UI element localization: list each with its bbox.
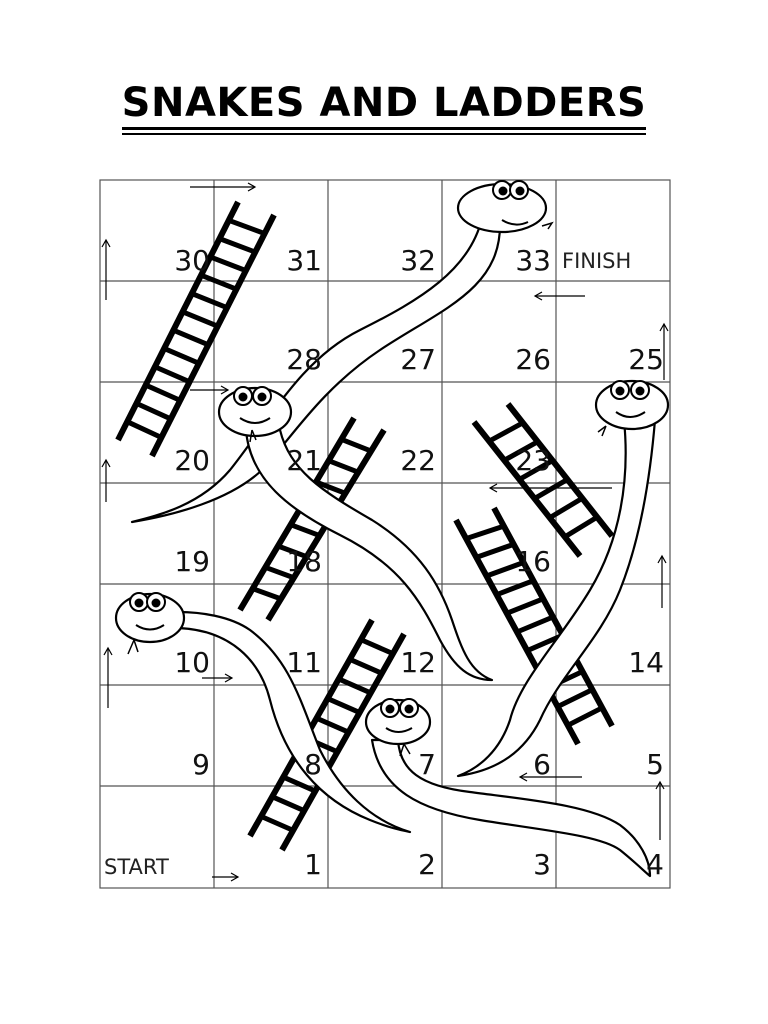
ladder-rung (475, 541, 515, 560)
arrow-right-icon (190, 385, 230, 395)
cell-1: 1 (304, 848, 322, 881)
arrow-left-icon (533, 291, 585, 301)
cell-11: 11 (286, 646, 322, 679)
arrow-right-icon (190, 182, 257, 192)
cell-14: 14 (628, 646, 664, 679)
ladder-rung (126, 419, 163, 440)
snake-head-33 (130, 180, 554, 524)
start-label: START (104, 855, 169, 879)
cell-27: 27 (400, 343, 436, 376)
arrow-up-icon (655, 780, 665, 840)
cell-12: 12 (400, 646, 436, 679)
cell-18: 18 (286, 545, 322, 578)
cell-7: 7 (418, 748, 436, 781)
arrow-up-icon (101, 458, 111, 502)
ladder-rung (337, 676, 372, 696)
ladder-rung (485, 560, 525, 579)
ladder-rung (260, 814, 295, 833)
cell-3: 3 (533, 848, 551, 881)
snake-head-21 (217, 386, 494, 682)
cell-31: 31 (286, 244, 322, 277)
cell-30: 30 (174, 244, 210, 277)
direction-arrows (101, 182, 669, 882)
ladder-rung (227, 217, 266, 236)
arrow-right-icon (202, 673, 234, 683)
ladder-rung (340, 437, 373, 454)
cell-23: 23 (515, 444, 551, 477)
cell-28: 28 (286, 343, 322, 376)
cell-2: 2 (418, 848, 436, 881)
ladder-rung (135, 401, 172, 422)
ladder-rung (144, 382, 182, 403)
ladder-rung (487, 420, 525, 444)
board-grid (99, 179, 671, 889)
arrow-up-icon (657, 554, 667, 608)
ladder-rung (181, 309, 219, 329)
finish-label: FINISH (562, 249, 631, 273)
ladder-rung (315, 715, 350, 735)
cell-8: 8 (304, 748, 322, 781)
cell-25: 25 (628, 343, 664, 376)
cell-4: 4 (646, 848, 664, 881)
arrow-left-icon (518, 772, 582, 782)
cell-26: 26 (515, 343, 551, 376)
cell-6: 6 (533, 748, 551, 781)
ladder-rung (218, 236, 257, 255)
ladder-rung (209, 254, 247, 273)
arrow-up-icon (101, 238, 111, 300)
ladder-rung (271, 794, 306, 814)
snake-head-24 (456, 379, 670, 778)
ladder-rung (200, 272, 238, 292)
ladder-rung (315, 479, 347, 496)
ladder-rung (190, 291, 229, 311)
ladder-rung (465, 523, 505, 542)
page-title: SNAKES AND LADDERS (0, 80, 768, 130)
cell-labels: 30 31 32 33 FINISH 28 27 26 25 20 21 22 … (104, 244, 664, 881)
cell-5: 5 (646, 748, 664, 781)
ladder-rung (264, 564, 295, 581)
ladder-rung (495, 578, 535, 598)
cell-20: 20 (174, 444, 210, 477)
ladder-rung (153, 364, 191, 385)
ladder-rung (277, 543, 308, 560)
cell-19: 19 (174, 545, 210, 578)
ladder-rung (348, 656, 383, 676)
arrow-left-icon (488, 483, 612, 493)
snake-head-10 (114, 592, 412, 834)
ladder-rung (327, 458, 360, 475)
cell-16: 16 (515, 545, 551, 578)
arrow-up-icon (103, 646, 113, 708)
ladder-rung (289, 522, 321, 538)
ladder-23-to-16 (471, 402, 615, 558)
ladder-rung (163, 346, 200, 366)
arrow-up-icon (659, 322, 669, 380)
ladder-30-left (115, 200, 277, 458)
cell-21: 21 (286, 444, 322, 477)
ladder-rung (563, 515, 599, 539)
cell-9: 9 (192, 748, 210, 781)
ladder-rung (566, 705, 604, 728)
ladder-rung (505, 596, 545, 616)
ladder-rung (518, 458, 554, 482)
ladder-rung (556, 687, 594, 709)
ladder-rung (172, 327, 210, 348)
cell-33: 33 (515, 244, 551, 277)
cell-10: 10 (174, 646, 210, 679)
arrow-right-icon (212, 872, 240, 882)
ladder-rung (359, 637, 394, 656)
ladder-rung (326, 696, 361, 715)
ladder-rung (533, 477, 569, 501)
ladder-rung (516, 614, 554, 635)
ladder-rung (251, 586, 282, 602)
ladder-rung (282, 774, 317, 794)
snake-head-7 (364, 698, 652, 878)
cell-32: 32 (400, 244, 436, 277)
ladder-rung (548, 496, 584, 520)
ladder-rung (503, 439, 539, 463)
title-text: SNAKES AND LADDERS (121, 80, 647, 130)
cell-22: 22 (400, 444, 436, 477)
